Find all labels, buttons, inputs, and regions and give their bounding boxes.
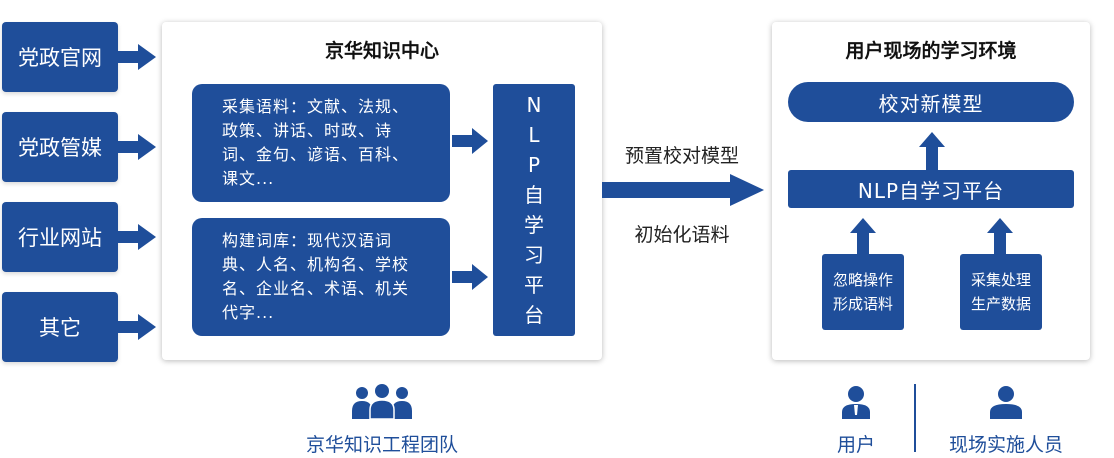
arrow-up-icon [919,132,945,172]
arrow-right-icon [602,174,764,206]
user-environment-title: 用户现场的学习环境 [845,40,1017,62]
source-industry-sites: 行业网站 [2,202,118,272]
knowledge-center-title: 京华知识中心 [324,40,439,62]
source-gov-media: 党政管媒 [2,112,118,182]
team-icon [352,384,412,420]
lexicon-line: 名、企业名、术语、机关 [222,279,410,298]
box-line: 形成语料 [832,295,893,313]
user-environment-panel: 用户现场的学习环境 校对新模型 NLP自学习平台 忽略操作 形成语料 采集处理 … [772,22,1090,360]
arrow-up-icon [850,218,876,258]
corpus-line: 课文... [222,169,275,188]
box-line: 采集处理 [970,271,1031,289]
platform-char: 台 [524,303,544,327]
divider [914,384,916,452]
corpus-line: 词、金句、谚语、百科、 [222,145,410,164]
platform-char: 学 [524,213,544,237]
box-line: 生产数据 [970,295,1031,313]
platform-char: N [526,93,542,117]
knowledge-center-panel: 京华知识中心 采集语料：文献、法规、 政策、讲话、时政、诗 词、金句、谚语、百科… [162,22,602,360]
platform-char: P [527,153,541,177]
ignore-operation-box: 忽略操作 形成语料 [822,254,904,330]
lexicon-line: 代字... [222,303,275,322]
lexicon-box: 构建词库：现代汉语词 典、人名、机构名、学校 名、企业名、术语、机关 代字... [192,218,450,336]
source-gov-website: 党政官网 [2,22,118,92]
platform-char: 自 [524,183,544,207]
corpus-line: 政策、讲话、时政、诗 [222,121,393,140]
user-icon [842,386,870,419]
team-label: 京华知识工程团队 [305,434,458,456]
arrow-up-icon [987,218,1013,258]
collect-process-box: 采集处理 生产数据 [960,254,1042,330]
lexicon-line: 构建词库：现代汉语词 [222,231,393,250]
platform-char: 平 [524,273,544,297]
lexicon-line: 典、人名、机构名、学校 [222,255,410,274]
staff-label: 现场实施人员 [948,434,1063,456]
nlp-platform-bar: NLP自学习平台 [788,170,1074,208]
arrow-right-icon [452,264,488,290]
new-model-pill: 校对新模型 [788,82,1074,122]
corpus-box: 采集语料：文献、法规、 政策、讲话、时政、诗 词、金句、谚语、百科、 课文... [192,84,450,202]
transfer-bottom-label: 初始化语料 [634,224,730,246]
platform-char: L [528,123,540,147]
corpus-line: 采集语料：文献、法规、 [222,97,410,116]
nlp-platform-box: N L P 自 学 习 平 台 [493,84,575,336]
source-other: 其它 [2,292,118,362]
arrow-right-icon [118,134,156,160]
staff-icon [990,386,1022,419]
platform-char: 习 [524,243,544,267]
box-line: 忽略操作 [832,271,893,289]
arrow-right-icon [452,128,488,154]
user-label: 用户 [836,434,875,456]
transfer-top-label: 预置校对模型 [624,145,739,167]
arrow-right-icon [118,224,156,250]
arrow-right-icon [118,44,156,70]
arrow-right-icon [118,314,156,340]
